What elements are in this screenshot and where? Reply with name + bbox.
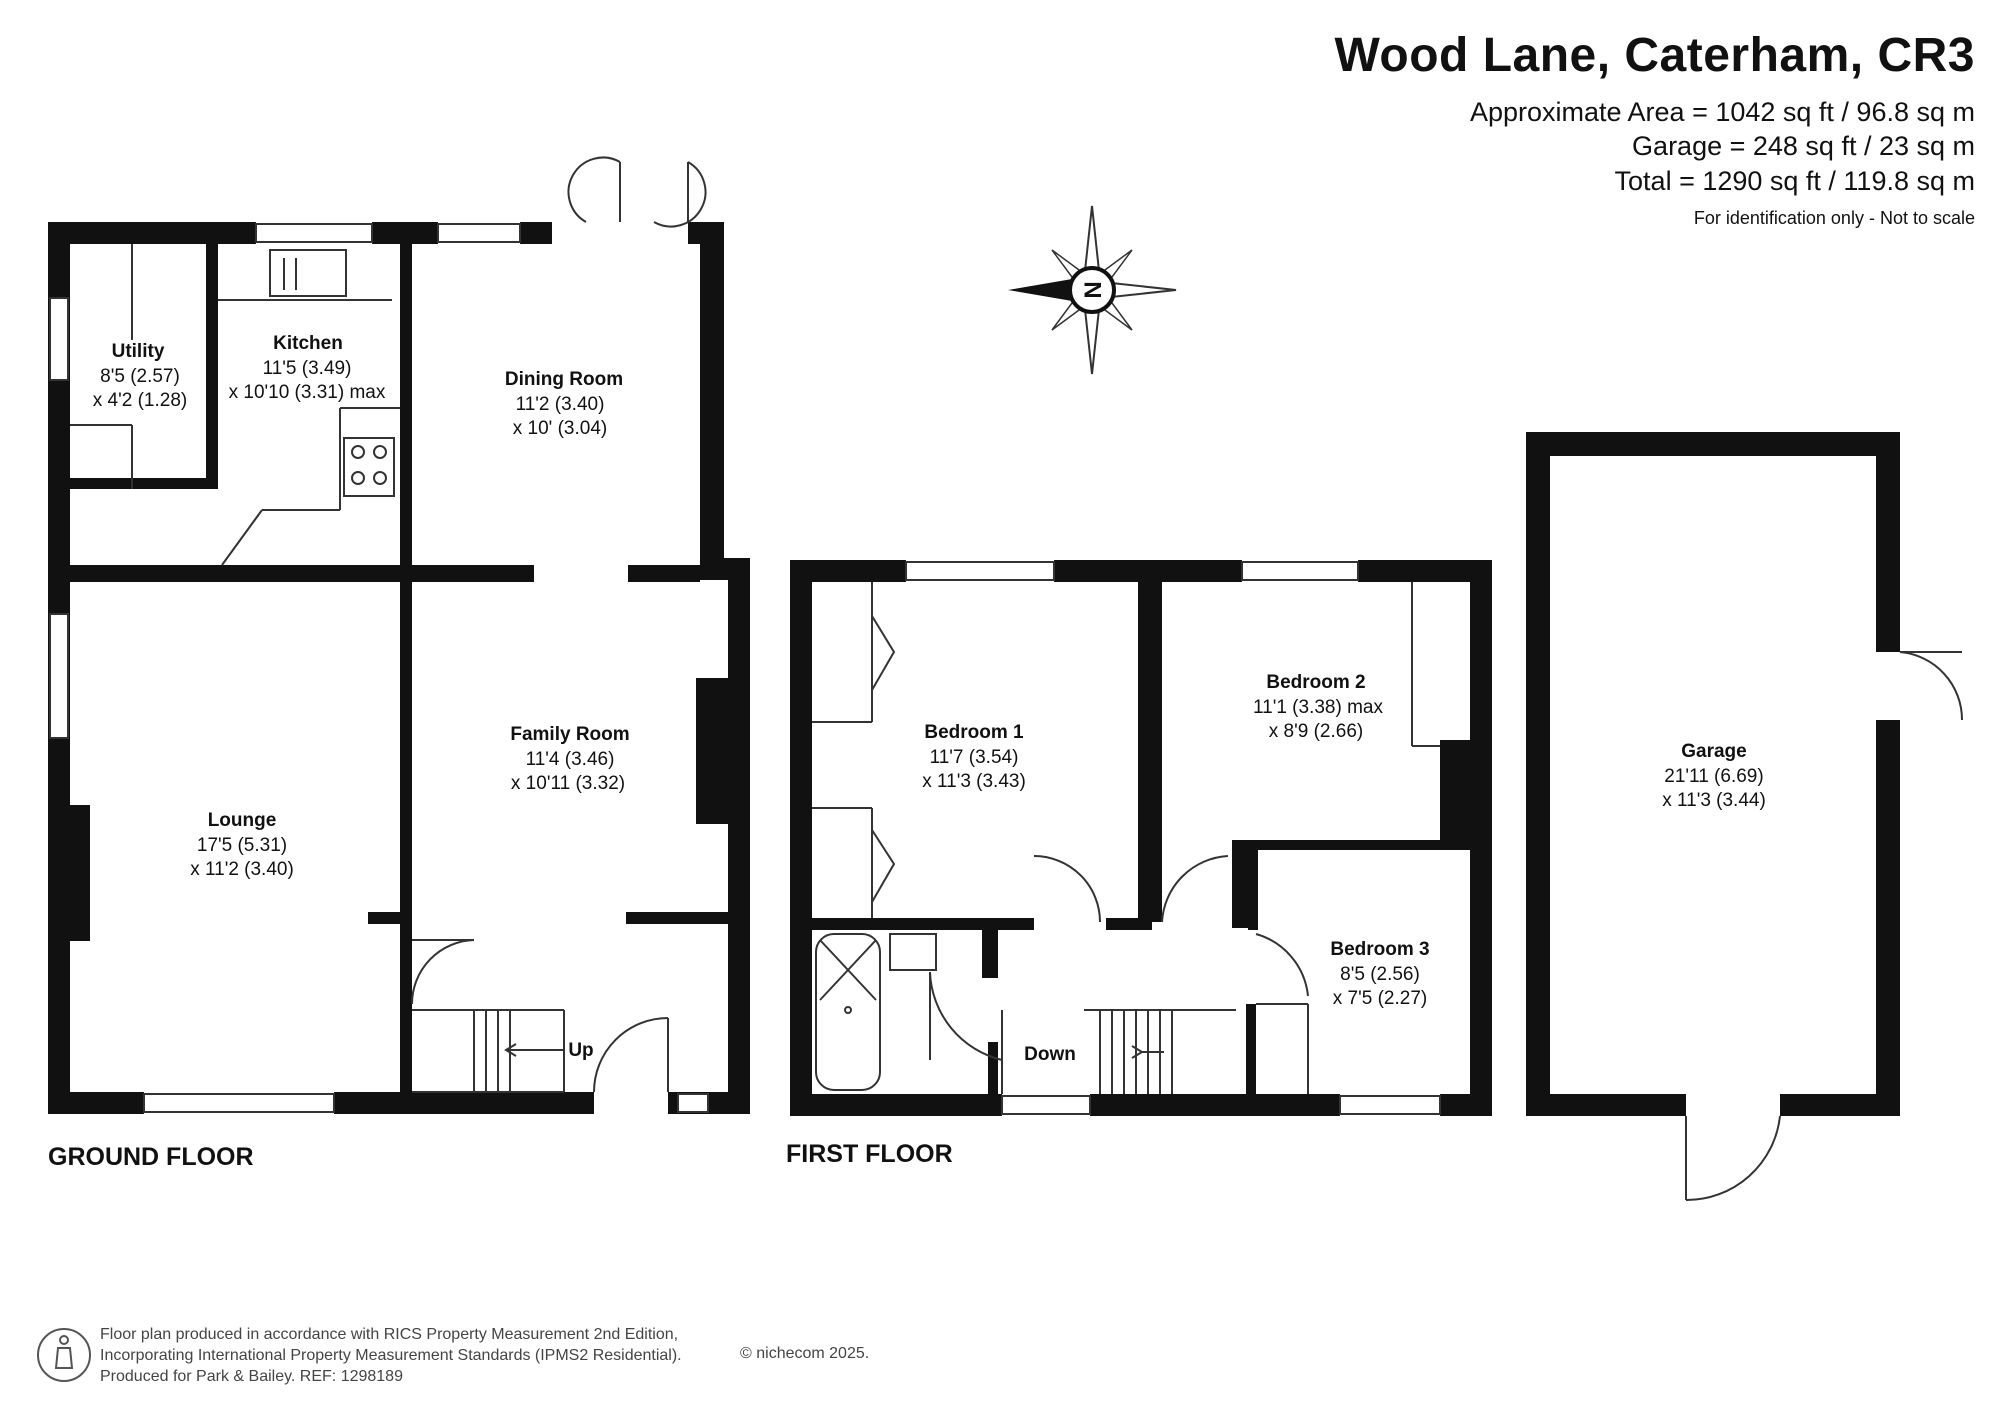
bedroom-3-dim2: x 7'5 (2.27) xyxy=(1333,988,1427,1009)
bedroom-1-name: Bedroom 1 xyxy=(924,722,1024,743)
lounge-name: Lounge xyxy=(208,810,277,831)
footer-line-2: Incorporating International Property Mea… xyxy=(100,1347,682,1364)
first-floor-windows xyxy=(905,561,1441,1115)
garage-area: Garage = 248 sq ft / 23 sq m xyxy=(1632,131,1975,161)
utility-name: Utility xyxy=(112,341,165,362)
first-floor-details xyxy=(812,582,1440,1094)
kitchen-dim1: 11'5 (3.49) xyxy=(263,358,352,379)
garage-dim2: x 11'3 (3.44) xyxy=(1662,790,1766,811)
bedroom-2-name: Bedroom 2 xyxy=(1266,672,1365,693)
garage-walls xyxy=(1526,432,1900,1116)
property-title: Wood Lane, Caterham, CR3 xyxy=(1334,29,1975,82)
family-room-dim2: x 10'11 (3.32) xyxy=(511,773,625,794)
stairs-up-label: Up xyxy=(568,1040,593,1061)
lounge-dim1: 17'5 (5.31) xyxy=(197,835,287,856)
footer-notes: Floor plan produced in accordance with R… xyxy=(100,1324,682,1387)
kitchen-dim2: x 10'10 (3.31) max xyxy=(229,382,386,403)
bedroom-3-dim1: 8'5 (2.56) xyxy=(1340,964,1420,985)
ground-floor-label: GROUND FLOOR xyxy=(48,1143,254,1171)
garage-name: Garage xyxy=(1681,741,1746,762)
footer-line-1: Floor plan produced in accordance with R… xyxy=(100,1326,679,1343)
garage-dim1: 21'11 (6.69) xyxy=(1664,766,1763,787)
ground-floor-windows xyxy=(49,223,709,1113)
lounge-dim2: x 11'2 (3.40) xyxy=(190,859,294,880)
disclaimer: For identification only - Not to scale xyxy=(1693,208,1975,228)
approximate-area: Approximate Area = 1042 sq ft / 96.8 sq … xyxy=(1469,97,1975,127)
utility-dim1: 8'5 (2.57) xyxy=(100,366,180,387)
compass-letter: N xyxy=(1080,281,1107,298)
kitchen-name: Kitchen xyxy=(273,333,343,354)
compass-rose: N xyxy=(1008,205,1177,375)
utility-dim2: x 4'2 (1.28) xyxy=(93,390,187,411)
room-labels: Utility 8'5 (2.57) x 4'2 (1.28) Kitchen … xyxy=(48,333,1766,1171)
dining-room-dim2: x 10' (3.04) xyxy=(513,418,607,439)
family-room-dim1: 11'4 (3.46) xyxy=(526,749,615,770)
bedroom-2-dim2: x 8'9 (2.66) xyxy=(1269,721,1363,742)
first-floor-walls xyxy=(790,560,1492,1116)
garage-doors xyxy=(1685,651,1964,1202)
person-logo-icon xyxy=(37,1328,91,1382)
first-floor-label: FIRST FLOOR xyxy=(786,1140,953,1168)
bedroom-1-dim2: x 11'3 (3.43) xyxy=(922,771,1026,792)
ground-floor-details xyxy=(70,156,707,1093)
bedroom-1-dim1: 11'7 (3.54) xyxy=(930,747,1019,768)
family-room-name: Family Room xyxy=(510,724,629,745)
dining-room-name: Dining Room xyxy=(505,369,623,390)
bedroom-3-name: Bedroom 3 xyxy=(1330,939,1429,960)
dining-room-dim1: 11'2 (3.40) xyxy=(516,394,605,415)
stairs-down-label: Down xyxy=(1024,1044,1076,1065)
footer-copyright: © nichecom 2025. xyxy=(740,1345,870,1362)
footer-line-3: Produced for Park & Bailey. REF: 1298189 xyxy=(100,1368,403,1385)
bedroom-2-dim1: 11'1 (3.38) max xyxy=(1253,697,1384,718)
total-area: Total = 1290 sq ft / 119.8 sq m xyxy=(1614,166,1975,196)
